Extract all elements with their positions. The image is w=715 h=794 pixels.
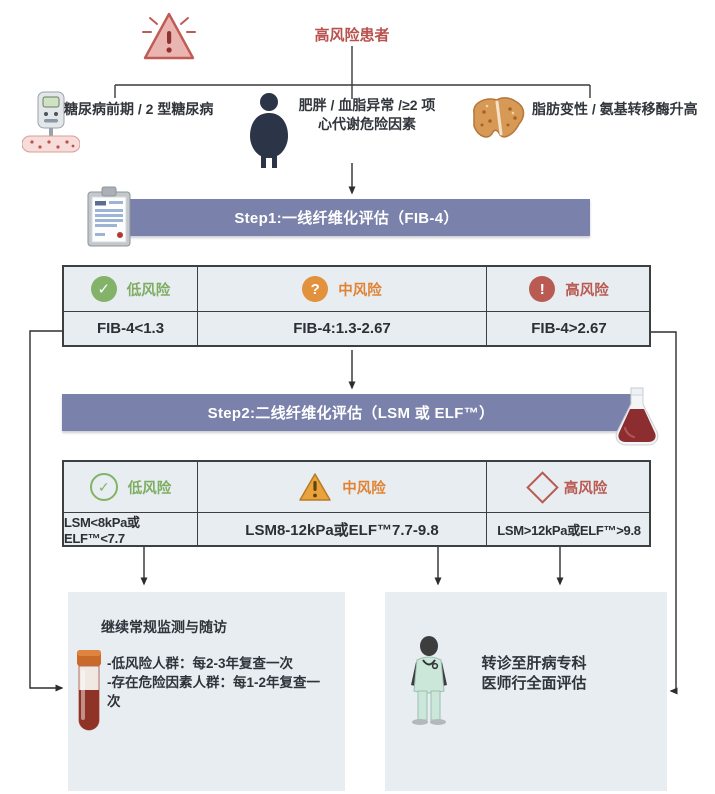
factor-obesity-line2: 心代谢危险因素 — [318, 115, 416, 132]
lsm-mid-label: 中风险 — [342, 480, 386, 497]
step2-banner: Step2:二线纤维化评估（LSM 或 ELF™） — [62, 394, 640, 431]
factor-obesity-line1: 肥胖 / 血脂异常 /≥2 项 — [298, 97, 436, 113]
monitoring-bullets: -低风险人群：每2-3年复查一次 -存在危险因素人群：每1-2年复查一次 — [107, 654, 332, 711]
lsm-mid-header: 中风险 — [197, 462, 486, 512]
step1-banner: Step1:一线纤维化评估（FIB-4） — [103, 199, 590, 236]
fib4-low-label: 低风险 — [126, 282, 171, 299]
fatty-liver-icon — [473, 97, 525, 138]
lsm-high-header: 高风险 — [486, 462, 651, 512]
high-risk-patient-label: 高风险患者 — [314, 27, 390, 44]
warning-triangle-icon — [299, 473, 331, 501]
monitoring-title: 继续常规监测与随访 — [101, 619, 227, 635]
factor-diabetes-label: 糖尿病前期 / 2 型糖尿病 — [64, 101, 214, 117]
clipboard-icon — [87, 186, 131, 247]
fib4-mid-header: ? 中风险 — [197, 267, 486, 311]
doctor-icon — [411, 636, 447, 725]
question-circle-icon: ? — [302, 276, 329, 302]
fib4-high-label: 高风险 — [565, 282, 609, 299]
exclamation-circle-icon: ! — [529, 276, 556, 302]
lsm-elf-risk-table: ✓ 低风险 中风险 高风险 LSM<8kPa或ELF™<7.7 LSM8-12k… — [62, 460, 651, 547]
check-circle-outline-icon: ✓ — [89, 473, 118, 501]
blood-tube-icon — [77, 650, 101, 731]
alert-triangle-icon — [142, 12, 196, 60]
monitoring-bullet1: -低风险人群：每2-3年复查一次 — [107, 656, 294, 671]
fib4-risk-table: ✓ 低风险 ? 中风险 ! 高风险 FIB-4<1.3 FIB-4:1.3-2.… — [62, 265, 651, 347]
fib4-mid-label: 中风险 — [338, 282, 382, 299]
obese-person-icon — [250, 93, 288, 168]
fib4-high-value: FIB-4>2.67 — [486, 311, 651, 345]
referral-text: 转诊至肝病专科 医师行全面评估 — [459, 654, 609, 695]
lsm-high-label: 高风险 — [563, 480, 608, 497]
fib4-low-value: FIB-4<1.3 — [64, 311, 197, 345]
fib4-low-header: ✓ 低风险 — [64, 267, 197, 311]
lsm-low-value: LSM<8kPa或ELF™<7.7 — [64, 512, 197, 546]
lsm-high-value: LSM>12kPa或ELF™>9.8 — [486, 512, 651, 545]
fib4-mid-value: FIB-4:1.3-2.67 — [197, 311, 486, 345]
factor-obesity-label: 肥胖 / 血脂异常 /≥2 项 心代谢危险因素 — [282, 96, 452, 134]
fib4-high-header: ! 高风险 — [486, 267, 651, 311]
flask-icon — [615, 387, 659, 446]
lsm-low-header: ✓ 低风险 — [64, 462, 197, 512]
diamond-outline-icon — [525, 470, 559, 504]
glucose-meter-icon — [22, 91, 80, 153]
lsm-mid-value: LSM8-12kPa或ELF™7.7-9.8 — [197, 512, 486, 545]
referral-line2: 医师行全面评估 — [481, 675, 587, 693]
check-circle-icon: ✓ — [90, 276, 117, 302]
factor-liver-label: 脂肪变性 / 氨基转移酶升高 — [532, 101, 698, 117]
monitoring-bullet2: -存在危险因素人群：每1-2年复查一次 — [107, 675, 321, 710]
monitoring-outcome-box: 继续常规监测与随访 -低风险人群：每2-3年复查一次 -存在危险因素人群：每1-… — [68, 592, 345, 791]
referral-outcome-box: 转诊至肝病专科 医师行全面评估 — [385, 592, 667, 791]
referral-line1: 转诊至肝病专科 — [481, 655, 587, 672]
lsm-low-label: 低风险 — [127, 480, 172, 497]
